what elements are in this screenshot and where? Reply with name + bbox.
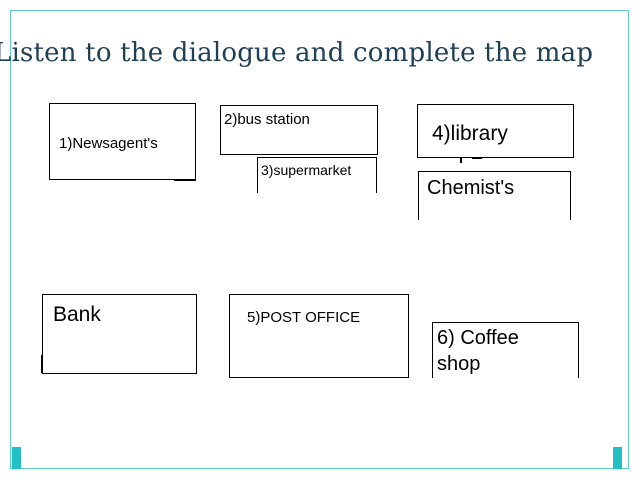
corner-mark-right: [613, 447, 622, 469]
chemists-label: Chemist's: [427, 177, 515, 199]
newsagents-box: 1)Newsagent's: [49, 103, 196, 180]
supermarket-label: 3)supermarket: [261, 162, 352, 178]
instruction-title: Listen to the dialogue and complete the …: [0, 38, 594, 68]
post-office-label: 5)POST OFFICE: [247, 309, 361, 326]
bus-station-box: 2)bus station: [220, 105, 378, 155]
chemists-box: Chemist's: [418, 171, 571, 220]
newsagents-label: 1)Newsagent's: [59, 135, 158, 152]
coffee-shop-label-line1: 6) Coffee: [437, 327, 519, 349]
newsagents-underline-mark: [174, 179, 196, 181]
library-label: 4)library: [432, 122, 508, 145]
bank-box: Bank: [42, 294, 197, 374]
library-box: 4)library: [417, 104, 574, 158]
bus-station-label: 2)bus station: [224, 111, 310, 128]
post-office-box: 5)POST OFFICE: [229, 294, 409, 378]
bank-label: Bank: [53, 303, 101, 326]
library-tick-mark: [460, 158, 462, 163]
library-tick-mark-2: [472, 158, 482, 159]
corner-mark-left: [12, 447, 21, 469]
slide-frame: [10, 10, 629, 469]
coffee-shop-label-line2: shop: [437, 353, 481, 375]
coffee-shop-box: 6) Coffee shop: [432, 322, 579, 378]
supermarket-box: 3)supermarket: [257, 157, 377, 193]
bank-tick-mark: [41, 355, 43, 373]
